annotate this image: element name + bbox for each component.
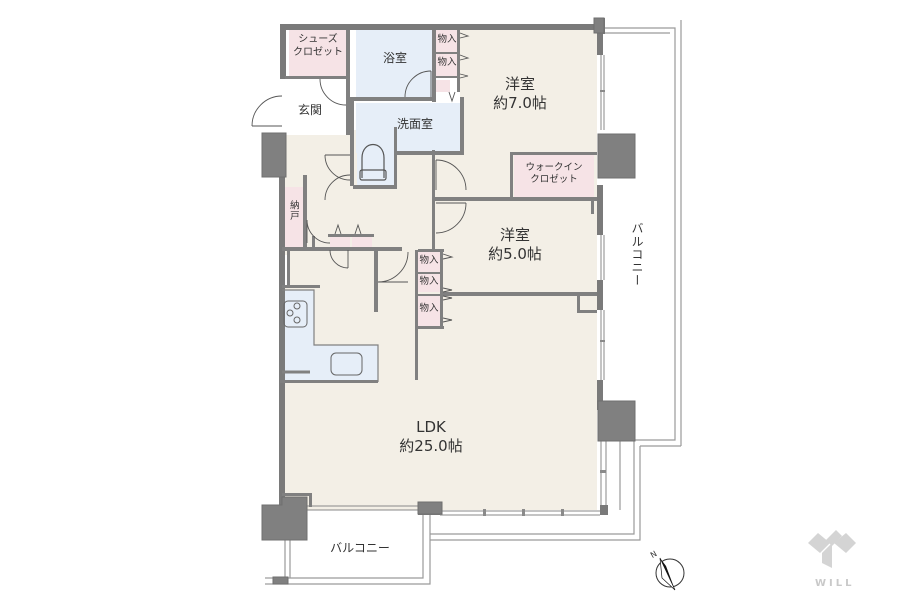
window-mullions [483, 90, 606, 516]
pillar-ne-small [593, 17, 605, 34]
storeroom-floor [283, 187, 303, 247]
entrance-label: 玄関 [297, 103, 322, 117]
walk-in-closet-line2: クロゼット [530, 173, 578, 185]
shoe-closet-label-line1: シューズ [298, 34, 338, 45]
western-room-1-size: 約7.0帖 [493, 93, 547, 112]
doors [251, 32, 470, 323]
closet-hall-2 [352, 236, 372, 248]
western-room-1-label: 洋室 約7.0帖 [480, 75, 560, 113]
ldk-label: LDK 約25.0帖 [386, 418, 476, 456]
bathroom-label: 浴室 [382, 51, 407, 65]
western-room-2-size: 約5.0帖 [488, 244, 542, 263]
walk-in-closet-line1: ウォークイン [525, 162, 583, 173]
western-room-2-label: 洋室 約5.0帖 [475, 226, 555, 264]
compass-icon [655, 557, 685, 591]
balconies [265, 20, 682, 585]
logo-text: WILL [815, 578, 855, 589]
bathroom-floor [356, 30, 432, 97]
shoe-closet-floor [289, 30, 346, 76]
balcony-east-label: バルコニー [630, 222, 644, 287]
pillar-se [597, 400, 636, 442]
pillar-ne [597, 133, 636, 179]
balcony-south-label: バルコニー [330, 541, 390, 555]
shoe-closet-label: シューズ クロゼット [291, 34, 345, 59]
entrance-floor [285, 80, 347, 130]
storage-closet-label: 物入 [437, 57, 457, 68]
interior-walls [280, 30, 597, 507]
walk-in-closet-floor [514, 155, 594, 197]
storage-closet-label: 物入 [419, 276, 439, 287]
washroom-label: 洗面室 [396, 117, 433, 131]
storage-closet-label: 物入 [419, 255, 439, 266]
closet-top-3 [436, 80, 450, 92]
western-room-2-name: 洋室 [499, 226, 530, 244]
pillar-s-foot [272, 576, 289, 585]
closet-hall-1 [330, 236, 350, 248]
closet-mid-2 [418, 274, 440, 292]
closet-top-1 [436, 30, 458, 52]
closet-mid-3 [418, 296, 440, 326]
western-room-1-name: 洋室 [504, 75, 535, 93]
ldk-size: 約25.0帖 [399, 436, 463, 455]
kitchen-floor [282, 290, 378, 382]
closet-mid-1 [418, 252, 440, 272]
stove-icon [283, 300, 308, 328]
sink-icon [330, 352, 363, 376]
storage-closet-label: 物入 [437, 34, 457, 45]
toilet-floor [357, 130, 394, 186]
storeroom-label: 納戸 [287, 200, 299, 221]
toilet-icon [359, 143, 387, 181]
pillar-nw [261, 132, 287, 178]
will-logo-icon [808, 530, 856, 568]
shoe-closet-label-line2: クロゼット [293, 46, 343, 58]
kitchen-counter [282, 289, 379, 382]
closet-top-2 [436, 54, 458, 76]
walk-in-closet-label: ウォークイン クロゼット [514, 162, 594, 186]
ldk-name: LDK [416, 418, 446, 436]
pillar-sw [261, 496, 308, 541]
pillars [261, 17, 636, 585]
pillar-s [417, 501, 443, 515]
storage-closet-label: 物入 [419, 303, 439, 314]
fridge-niche [282, 255, 289, 285]
